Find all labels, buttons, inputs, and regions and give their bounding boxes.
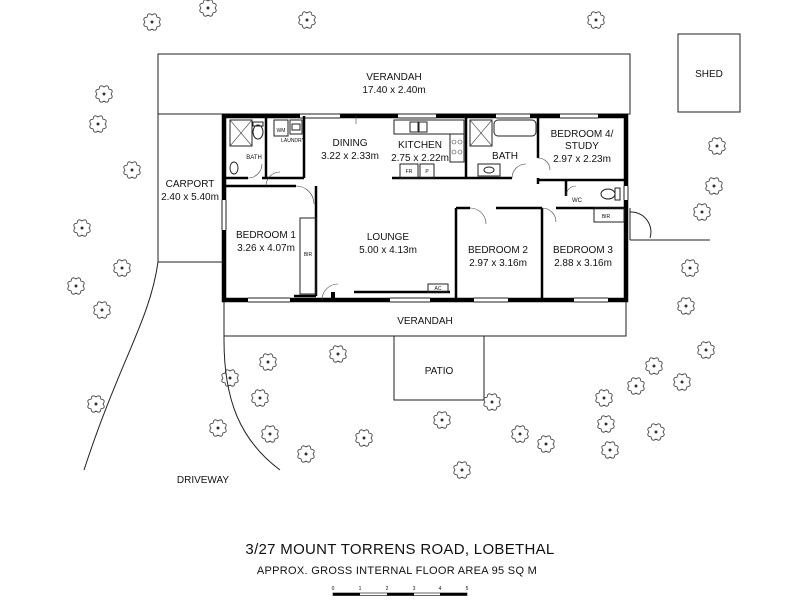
dining-name: DINING (333, 138, 368, 149)
driveway-curve-right (223, 300, 281, 471)
tree-icon (601, 441, 619, 459)
room-labels: VERANDAH 17.40 x 2.40m SHED CARPORT 2.40… (161, 69, 723, 486)
dining-dims: 3.22 x 2.33m (321, 151, 379, 162)
tree-icon (511, 425, 529, 443)
verandah-top-name: VERANDAH (366, 72, 422, 83)
patio-name: PATIO (425, 366, 454, 377)
tree-icon (221, 369, 239, 387)
fixtures (229, 119, 625, 302)
bedroom3-dims: 2.88 x 3.16m (554, 258, 612, 269)
tree-icon (677, 297, 695, 315)
tree-icon (453, 461, 471, 479)
tree-icon (537, 435, 555, 453)
tree-icon (113, 259, 131, 277)
floor-area: APPROX. GROSS INTERNAL FLOOR AREA 95 SQ … (257, 565, 537, 577)
bedroom1-name: BEDROOM 1 (236, 230, 296, 241)
verandah-bottom-name: VERANDAH (397, 316, 453, 327)
carport-name: CARPORT (166, 179, 215, 190)
carport-dims: 2.40 x 5.40m (161, 192, 219, 203)
lounge-name: LOUNGE (367, 232, 410, 243)
tree-icon (587, 11, 605, 29)
tree-icon (627, 377, 645, 395)
shed-name: SHED (695, 69, 723, 80)
tree-icon (259, 353, 277, 371)
scale-tick-3: 3 (413, 586, 416, 592)
trees (67, 0, 726, 479)
tree-icon (298, 11, 316, 29)
tree-icon (93, 301, 111, 319)
bir3-label: BIR (602, 214, 611, 220)
lounge-dims: 5.00 x 4.13m (359, 245, 417, 256)
tree-icon (67, 277, 85, 295)
tree-icon (433, 411, 451, 429)
bedroom4-name: BEDROOM 4/ (551, 129, 614, 140)
tree-icon (355, 429, 373, 447)
bir1-label: BIR (304, 252, 313, 258)
driveway-name: DRIVEWAY (177, 475, 230, 486)
tree-icon (597, 415, 615, 433)
scale-tick-5: 5 (466, 586, 469, 592)
driveway-curve-left (83, 261, 159, 471)
verandah-top-outline (157, 53, 631, 115)
bath1-name: BATH (246, 155, 262, 161)
tree-icon (199, 0, 217, 17)
tree-icon (89, 115, 107, 133)
site-outlines (83, 33, 741, 471)
bedroom1-dims: 3.26 x 4.07m (237, 243, 295, 254)
tree-icon (673, 373, 691, 391)
wc-label: WC (572, 198, 583, 204)
tree-icon (123, 161, 141, 179)
bedroom4-name-2: STUDY (565, 141, 599, 152)
scale-tick-0: 0 (332, 586, 335, 592)
bedroom2-name: BEDROOM 2 (468, 245, 528, 256)
house-walls (221, 113, 629, 303)
tree-icon (708, 137, 726, 155)
tree-icon (681, 259, 699, 277)
scale-tick-2: 2 (386, 586, 389, 592)
tree-icon (705, 177, 723, 195)
shed-outline (677, 33, 741, 113)
tree-icon (95, 85, 113, 103)
scale-tick-1: 1 (359, 586, 362, 592)
address-title: 3/27 MOUNT TORRENS ROAD, LOBETHAL (245, 541, 554, 558)
bedroom4-dims: 2.97 x 2.23m (553, 154, 611, 165)
tree-icon (87, 395, 105, 413)
scale-tick-4: 4 (439, 586, 442, 592)
kitchen-dims: 2.75 x 2.22m (391, 153, 449, 164)
tree-icon (647, 423, 665, 441)
bedroom3-name: BEDROOM 3 (553, 245, 613, 256)
wm-label: WM (277, 128, 286, 134)
fridge-label: FR (406, 169, 413, 175)
tree-icon (251, 389, 269, 407)
tree-icon (297, 445, 315, 463)
bedroom2-dims: 2.97 x 3.16m (469, 258, 527, 269)
tree-icon (697, 341, 715, 359)
pantry-label: P (425, 169, 429, 175)
kitchen-name: KITCHEN (398, 140, 442, 151)
patio-outline (393, 335, 485, 401)
tree-icon (209, 419, 227, 437)
tree-icon (483, 393, 501, 411)
scale-bar: 0 1 2 3 4 5 (332, 586, 469, 596)
verandah-top-dims: 17.40 x 2.40m (362, 85, 425, 96)
laundry-label: LAUNDRY (281, 138, 305, 144)
tree-icon (595, 389, 613, 407)
tree-icon (329, 345, 347, 363)
exterior-wall (221, 113, 629, 303)
tree-icon (645, 357, 663, 375)
side-door-swing (629, 211, 652, 239)
tree-icon (143, 13, 161, 31)
tree-icon (261, 425, 279, 443)
ac-label: AC (435, 286, 442, 292)
bath2-name: BATH (492, 151, 518, 162)
tree-icon (693, 203, 711, 221)
tree-icon (73, 219, 91, 237)
